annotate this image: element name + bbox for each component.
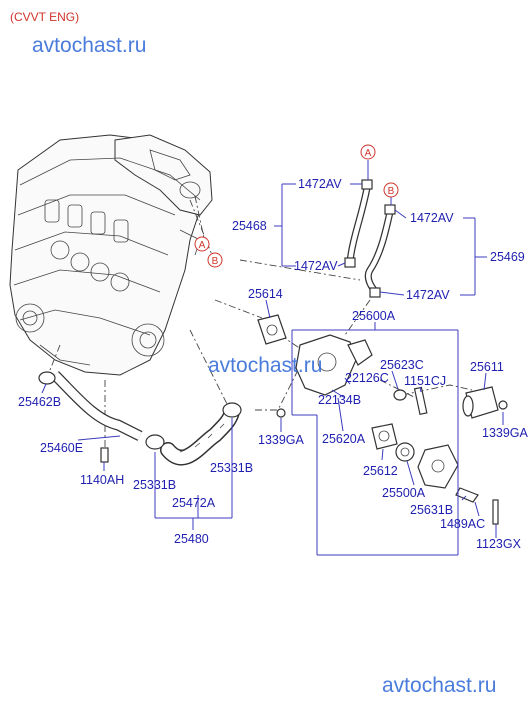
marker-b-top-label: B	[388, 186, 395, 197]
label-25614: 25614	[248, 287, 283, 301]
clamp-25331b-right	[222, 402, 242, 418]
label-25500a: 25500A	[382, 486, 426, 500]
label-1472av-2: 1472AV	[410, 211, 454, 225]
bolt-1123gx	[492, 499, 499, 525]
label-25620a: 25620A	[322, 432, 366, 446]
label-25460e: 25460E	[40, 441, 83, 455]
label-1123gx: 1123GX	[476, 537, 522, 551]
cover-25500a	[417, 444, 459, 489]
label-22134b: 22134B	[318, 393, 361, 407]
label-1151cj: 1151CJ	[404, 374, 446, 388]
sensor-1151cj	[413, 386, 428, 416]
label-1339ga-right: 1339GA	[482, 426, 529, 440]
label-25472a: 25472A	[172, 496, 216, 510]
label-25331b-left: 25331B	[133, 478, 176, 492]
oring-25623c	[393, 389, 407, 401]
gasket-25614	[257, 314, 287, 345]
fitting-25611	[462, 386, 499, 419]
engine-block	[9, 134, 213, 376]
marker-b-top: B	[383, 182, 399, 198]
label-25469: 25469	[490, 250, 525, 264]
label-25462b: 25462B	[18, 395, 61, 409]
label-25331b-right: 25331B	[210, 461, 253, 475]
engine-type-header: (CVVT ENG)	[10, 10, 79, 24]
label-1489ac: 1489AC	[440, 517, 485, 531]
bolt-1140ah	[100, 447, 109, 463]
bolt-1339ga-left	[276, 408, 286, 418]
label-25612: 25612	[363, 464, 398, 478]
thermostat-25612	[395, 442, 415, 462]
label-1472av-1: 1472AV	[298, 177, 342, 191]
label-25623c: 25623C	[380, 358, 424, 372]
part-labels: 1472AV 1472AV 1472AV 1472AV 25468 25469 …	[18, 177, 529, 551]
label-1339ga-left: 1339GA	[258, 433, 305, 447]
label-25468: 25468	[232, 219, 267, 233]
marker-a-engine: A	[194, 236, 210, 252]
clamp-25631b	[455, 487, 479, 503]
label-1472av-4: 1472AV	[406, 288, 450, 302]
label-25600a: 25600A	[352, 309, 396, 323]
callout-lines	[41, 160, 504, 556]
marker-a-top-label: A	[365, 148, 372, 159]
hose-25468	[344, 179, 373, 268]
label-1472av-3: 1472AV	[294, 259, 338, 273]
watermark-middle: avtochast.ru	[208, 354, 322, 377]
gasket-25620a	[371, 423, 398, 450]
label-1140ah: 1140AH	[80, 473, 124, 487]
pipe-25460e	[38, 371, 143, 441]
label-22126c: 22126C	[345, 371, 389, 385]
label-25480: 25480	[174, 532, 209, 546]
marker-b-engine: B	[207, 252, 223, 268]
label-25611: 25611	[470, 360, 504, 374]
clamp-25331b-left	[145, 434, 165, 450]
label-25631b: 25631B	[410, 503, 453, 517]
marker-a-engine-label: A	[199, 240, 206, 251]
bolt-1339ga-right	[498, 400, 508, 410]
watermark-top: avtochast.ru	[32, 34, 146, 57]
watermark-bottom: avtochast.ru	[382, 674, 496, 697]
hose-25472a	[160, 404, 240, 466]
hose-25469	[364, 204, 396, 298]
marker-b-engine-label: B	[212, 256, 219, 267]
housing-25600a	[295, 334, 373, 396]
marker-a-top: A	[360, 144, 376, 160]
